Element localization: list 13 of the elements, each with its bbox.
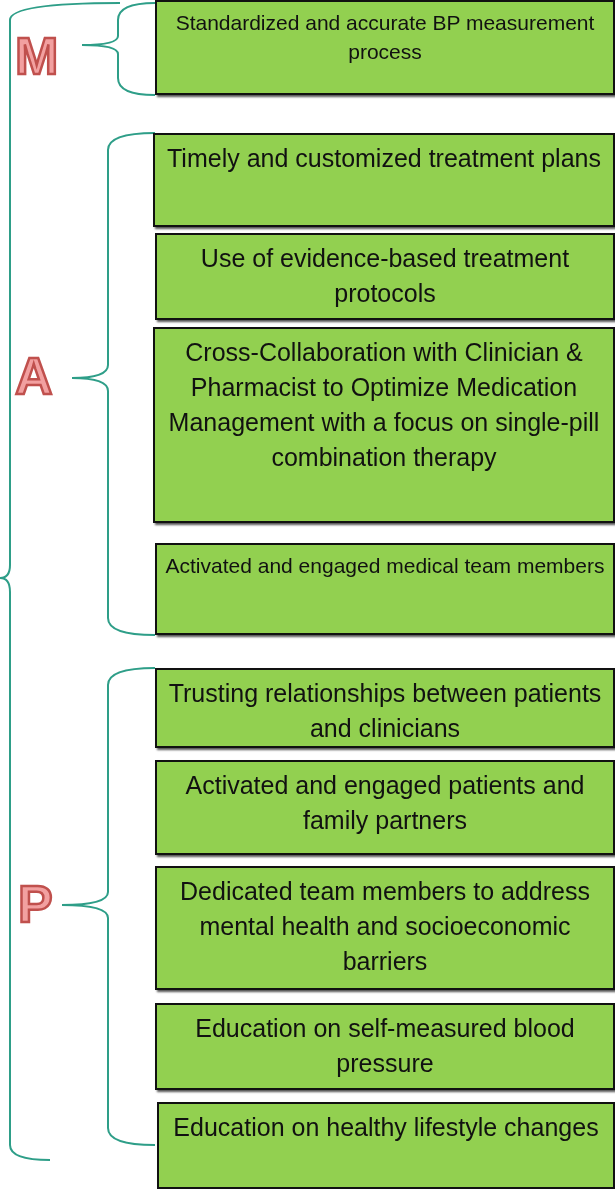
text-box: Cross-Collaboration with Clinician & Pharmacist to Optimize Medication Management with a focus on single-pill combination therapy — [153, 327, 615, 523]
text-box: Use of evidence-based treatment protocols — [155, 233, 615, 320]
text-box: Education on self-measured blood pressure — [155, 1003, 615, 1090]
group-letter: M — [15, 30, 59, 82]
text-box: Education on healthy lifestyle changes — [157, 1102, 615, 1189]
group-letter: A — [15, 350, 53, 402]
text-box: Dedicated team members to address mental health and socioeconomic barriers — [155, 866, 615, 990]
text-box: Activated and engaged patients and family partners — [155, 760, 615, 855]
text-box: Timely and customized treatment plans — [153, 133, 615, 227]
text-box: Standardized and accurate BP measurement process — [155, 0, 615, 95]
text-box: Trusting relationships between patients and clinicians — [155, 668, 615, 748]
group-letter: P — [18, 878, 53, 930]
text-box: Activated and engaged medical team members — [155, 543, 615, 635]
